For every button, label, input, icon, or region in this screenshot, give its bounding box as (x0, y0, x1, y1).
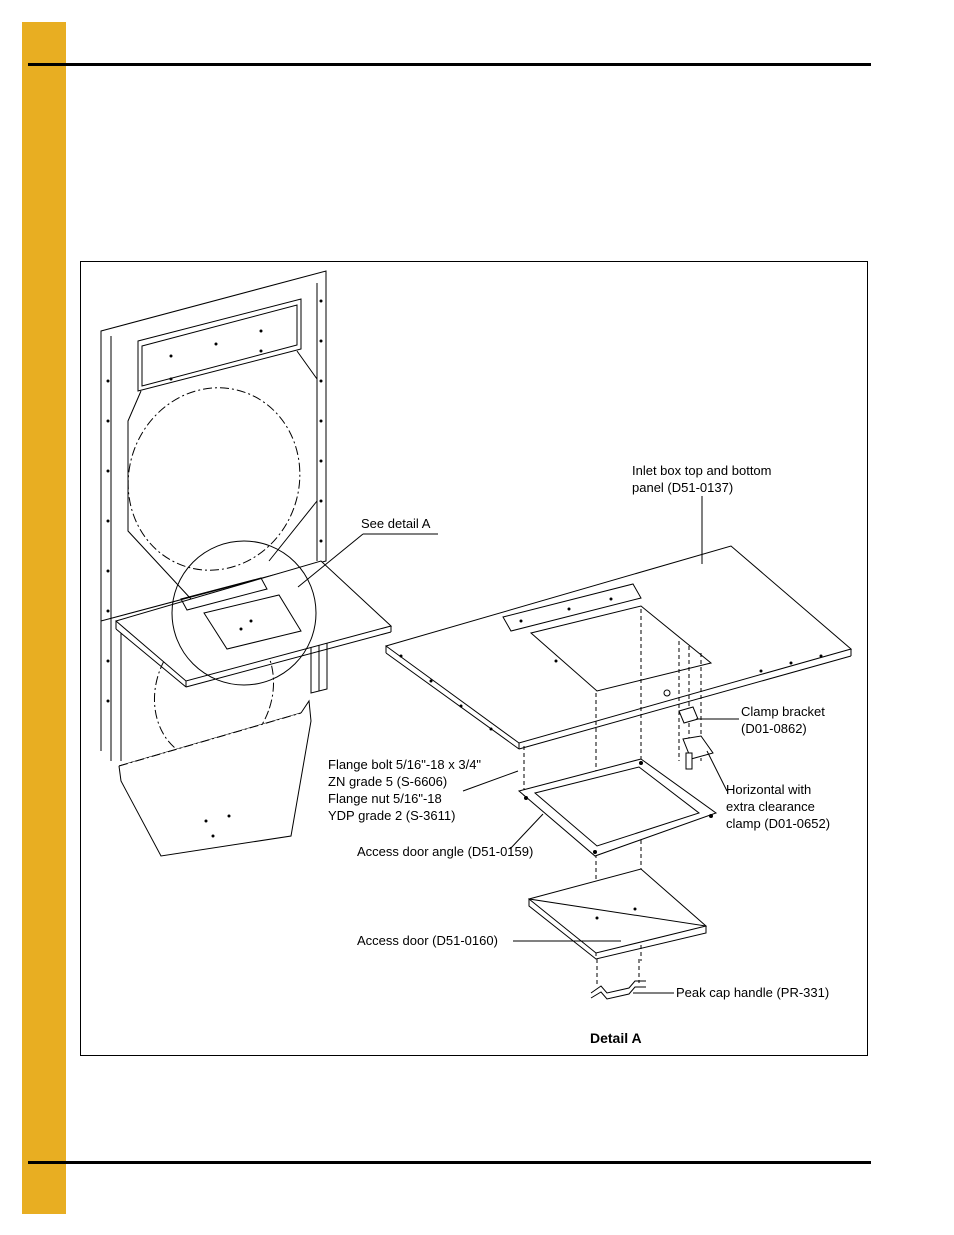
clamp-leader (706, 750, 728, 792)
inlet-box-panel-label: Inlet box top and bottom panel (D51-0137… (632, 463, 772, 495)
overview-assembly (100, 270, 393, 857)
access-door-label: Access door (D51-0160) (357, 933, 498, 948)
side-color-tab (22, 22, 66, 1214)
footer-rule (28, 1161, 871, 1164)
door-angle-leader (509, 813, 544, 850)
peak-cap-handle-label: Peak cap handle (PR-331) (676, 985, 830, 1000)
header-rule (28, 63, 871, 66)
detail-a-drawing (384, 545, 853, 1000)
flange-hardware-leader (462, 770, 519, 792)
see-detail-leader (297, 533, 364, 588)
flange-hardware-label: Flange bolt 5/16"-18 x 3/4" ZN grade 5 (… (328, 757, 482, 823)
see-detail-label: See detail A (361, 516, 431, 531)
detail-a-title: Detail A (590, 1030, 642, 1046)
assembly-drawing (100, 270, 853, 1000)
horizontal-clamp-label: Horizontal with extra clearance clamp (D… (726, 782, 831, 831)
assembly-figure: Inlet box top and bottom panel (D51-0137… (80, 261, 868, 1056)
clamp-bracket-label: Clamp bracket (D01-0862) (741, 704, 825, 736)
access-door-angle-label: Access door angle (D51-0159) (357, 844, 534, 859)
